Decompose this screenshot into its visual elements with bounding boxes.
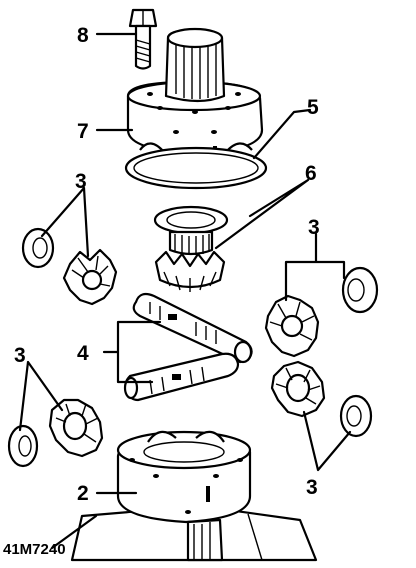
callout-3-lower-right: 3 — [306, 476, 318, 499]
callout-3-upper-right: 3 — [308, 216, 320, 239]
lower-left-pinion-set — [7, 398, 104, 468]
callout-3-upper-left: 3 — [75, 170, 87, 193]
callout-3-lower-left: 3 — [14, 344, 26, 367]
upper-differential-case — [126, 27, 264, 160]
bolt — [128, 8, 158, 70]
callout-labels: 8 7 5 6 3 3 4 3 3 2 41M7240 — [3, 24, 320, 558]
lower-right-pinion-set — [270, 360, 373, 438]
gasket-ring — [124, 146, 268, 190]
callout-2: 2 — [77, 482, 89, 505]
lower-differential-case — [70, 430, 318, 562]
upper-side-gear — [153, 205, 229, 292]
figure-id: 41M7240 — [3, 541, 66, 558]
callout-6: 6 — [305, 162, 317, 185]
upper-right-pinion-set — [264, 266, 379, 358]
callout-5: 5 — [307, 96, 319, 119]
callout-4: 4 — [77, 342, 89, 365]
upper-left-pinion-set — [21, 227, 118, 306]
callout-7: 7 — [77, 120, 89, 143]
leader-lines — [18, 32, 352, 550]
callout-8: 8 — [77, 24, 89, 47]
cross-shafts — [123, 292, 253, 402]
